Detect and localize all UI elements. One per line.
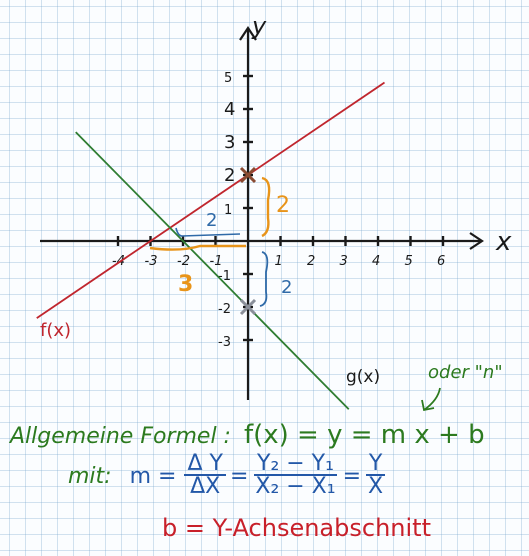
x-tick-label: -1 bbox=[210, 254, 223, 269]
x-tick-label: 1 bbox=[275, 254, 283, 269]
marked-point-0-stroke bbox=[239, 166, 257, 184]
slope-delta-denominator: ΔX bbox=[190, 474, 221, 499]
y-tick-label: 3 bbox=[224, 132, 235, 153]
x-tick-label: -2 bbox=[177, 254, 190, 269]
y-tick-label: 4 bbox=[224, 99, 235, 120]
intercept-definition: b = Y-Achsenabschnitt bbox=[162, 514, 431, 542]
x-tick-label: 4 bbox=[372, 254, 380, 269]
slope-delta-numerator: Δ Y bbox=[184, 453, 226, 476]
blue-run-bracket bbox=[175, 227, 241, 237]
x-tick-label: 3 bbox=[340, 254, 348, 269]
formula-general-prefix: Allgemeine Formel : bbox=[10, 424, 231, 449]
x-axis-label: x bbox=[495, 227, 512, 257]
y-tick-label: 5 bbox=[224, 71, 232, 86]
equals-sign-1: = bbox=[229, 463, 249, 489]
function-lines: f(x) g(x) bbox=[36, 81, 386, 410]
slope-fraction-points: Y₂ − Y₁ X₂ − X₁ bbox=[252, 453, 338, 499]
orange-run-bracket bbox=[149, 244, 246, 251]
slope-points-denominator: X₂ − X₁ bbox=[255, 474, 336, 499]
x-tick-label: 6 bbox=[437, 254, 445, 269]
y-tick-label: -2 bbox=[218, 302, 231, 317]
note-arrow bbox=[423, 387, 441, 411]
note-arrowhead bbox=[421, 399, 435, 412]
y-tick-label: -3 bbox=[218, 335, 231, 350]
y-tick-label: -1 bbox=[218, 269, 231, 284]
orange-rise-bracket bbox=[261, 176, 271, 238]
annotations-group: 2 3 2 2 oder "n" bbox=[149, 176, 503, 412]
blue-run-label: 2 bbox=[206, 210, 217, 231]
slope-simple-denominator: X bbox=[368, 474, 384, 499]
function-label-g: g(x) bbox=[346, 367, 380, 387]
formula-m-equals: m = bbox=[129, 463, 177, 489]
y-axis-label: y bbox=[251, 12, 267, 40]
slope-points-numerator: Y₂ − Y₁ bbox=[254, 453, 337, 476]
x-tick-label: 2 bbox=[307, 254, 315, 269]
formula-line-2: mit: m = Δ Y ΔX = Y₂ − Y₁ X₂ − X₁ = Y X bbox=[68, 453, 390, 499]
axes-group: x y bbox=[40, 12, 512, 400]
orange-run-label: 3 bbox=[178, 272, 193, 297]
formula-mit-prefix: mit: bbox=[68, 463, 112, 489]
formula-general-expression: f(x) = y = m x + b bbox=[243, 420, 485, 450]
y-axis-arrowhead bbox=[239, 26, 257, 41]
blue-rise-bracket bbox=[259, 251, 269, 307]
function-line-1 bbox=[75, 131, 350, 410]
y-tick-label: 2 bbox=[224, 165, 235, 186]
function-line-0 bbox=[36, 81, 386, 319]
slope-fraction-delta: Δ Y ΔX bbox=[184, 453, 226, 499]
slope-simple-numerator: Y bbox=[365, 453, 386, 476]
x-tick-label: 5 bbox=[405, 254, 413, 269]
marked-point-1-stroke bbox=[239, 298, 257, 316]
formula-line-1: Allgemeine Formel : f(x) = y = m x + b bbox=[10, 420, 485, 450]
y-tick-label: 1 bbox=[224, 203, 232, 218]
x-axis-arrowhead bbox=[469, 232, 484, 250]
orange-rise-label: 2 bbox=[276, 193, 290, 218]
slope-fraction-simple: Y X bbox=[365, 453, 386, 499]
marked-points bbox=[239, 166, 257, 316]
function-label-f: f(x) bbox=[40, 320, 71, 341]
equals-sign-2: = bbox=[342, 463, 362, 489]
blue-rise-label: 2 bbox=[281, 277, 292, 298]
note-label: oder "n" bbox=[428, 362, 503, 383]
formula-line-3: b = Y-Achsenabschnitt bbox=[162, 514, 431, 542]
x-tick-label: -3 bbox=[145, 254, 158, 269]
